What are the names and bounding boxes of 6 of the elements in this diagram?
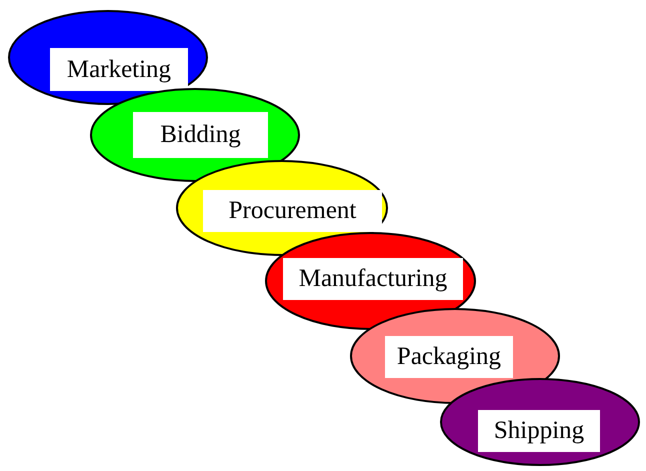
stage-label: Packaging [385, 336, 513, 378]
stage-label: Marketing [50, 48, 188, 91]
stage-label: Bidding [133, 112, 268, 158]
stage-label: Shipping [478, 410, 600, 452]
stage-label: Procurement [203, 190, 382, 232]
stage-label: Manufacturing [283, 258, 463, 300]
